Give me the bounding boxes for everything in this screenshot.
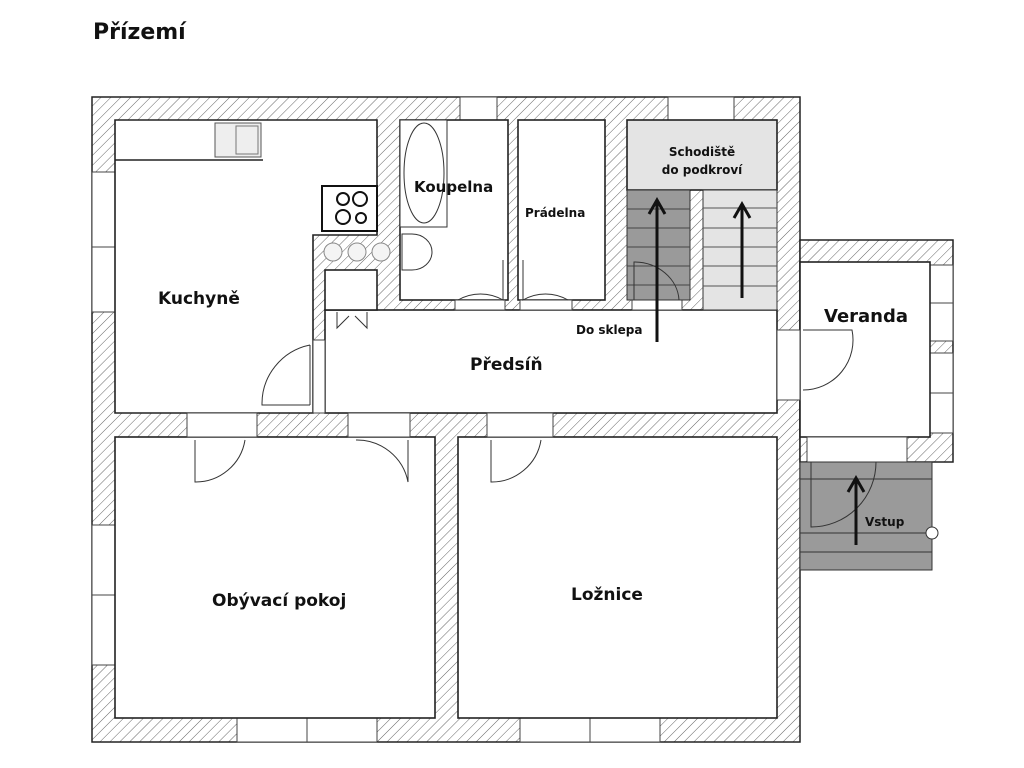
living-room <box>114 436 436 719</box>
arrow-up-icon <box>846 474 866 545</box>
entrance-label: Vstup <box>865 515 905 529</box>
veranda-room <box>799 261 931 438</box>
staircase-label-1: Schodiště <box>669 145 735 159</box>
staircase-label-2: do podkroví <box>662 163 743 177</box>
floor-title: Přízemí <box>93 20 186 45</box>
cabinet <box>324 269 378 311</box>
kitchen-label: Kuchyně <box>158 289 240 309</box>
sink-icon <box>214 122 262 158</box>
hall-room <box>324 309 778 414</box>
doors <box>194 260 854 483</box>
bathroom-label: Koupelna <box>414 178 493 196</box>
entrance-stairs <box>799 461 939 571</box>
bathtub-icon <box>399 119 448 228</box>
laundry-label: Prádelna <box>525 206 585 220</box>
washbasin-icon <box>401 233 433 271</box>
bedroom-label: Ložnice <box>571 585 643 605</box>
veranda-label: Veranda <box>824 306 908 327</box>
living-room-label: Obývací pokoj <box>212 591 346 611</box>
bedroom-room <box>457 436 778 719</box>
stove-icon <box>321 185 378 232</box>
door-openings <box>186 299 908 463</box>
staircase-room <box>626 119 778 191</box>
arrow-up-icon <box>732 200 752 298</box>
arrows <box>647 196 866 545</box>
hall-label: Předsíň <box>470 355 543 375</box>
kitchen-room <box>114 119 378 414</box>
cellar-label: Do sklepa <box>576 323 642 337</box>
arrow-up-icon <box>647 196 667 342</box>
kitchen-counter <box>115 122 391 262</box>
